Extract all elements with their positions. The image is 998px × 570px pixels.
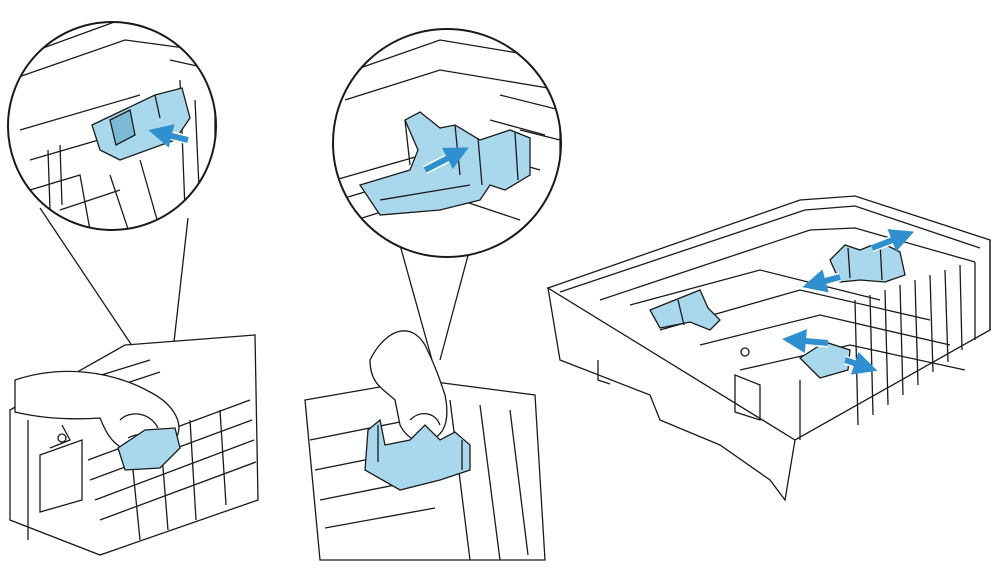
panel-tray-overview (546, 195, 991, 502)
panel-side-guide (7, 21, 259, 556)
panel-end-guide (304, 28, 562, 561)
